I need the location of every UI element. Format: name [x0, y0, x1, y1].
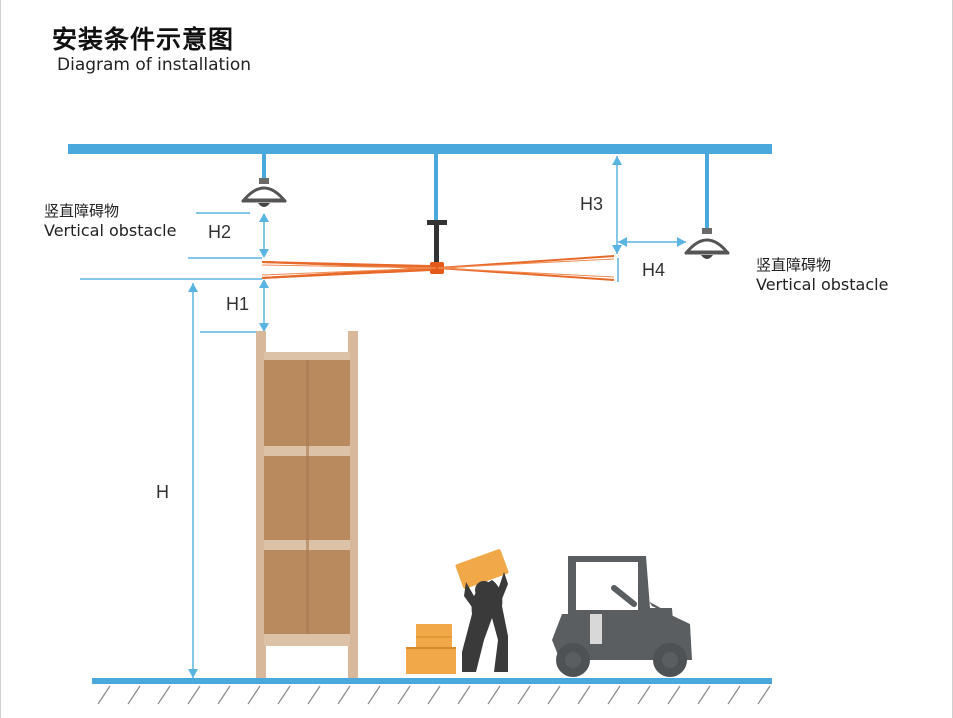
title-chinese: 安装条件示意图	[52, 25, 235, 54]
ground-boxes	[406, 624, 456, 674]
dimension-lines	[80, 156, 686, 678]
worker-icon	[455, 549, 509, 672]
frame-left-border	[0, 0, 1, 718]
right-obstacle-label-en: Vertical obstacle	[756, 275, 889, 294]
ceiling-beam	[68, 144, 772, 154]
dimension-label-h3: H3	[580, 194, 604, 214]
left-lamp-icon	[240, 154, 288, 207]
forklift-icon	[552, 556, 692, 677]
right-lamp-icon	[683, 154, 731, 259]
left-obstacle-label: 竖直障碍物 Vertical obstacle	[44, 202, 176, 240]
dimension-arrowheads	[188, 156, 686, 678]
dimension-label-h1: H1	[226, 294, 250, 314]
floor	[92, 678, 772, 705]
dimension-label-h4: H4	[642, 260, 666, 280]
dimension-label-h2: H2	[208, 222, 232, 242]
storage-rack	[256, 331, 358, 678]
left-obstacle-label-en: Vertical obstacle	[44, 221, 177, 240]
right-obstacle-label: 竖直障碍物 Vertical obstacle	[756, 256, 888, 294]
floor-hatching	[97, 685, 771, 705]
title-english: Diagram of installation	[57, 55, 252, 75]
right-obstacle-label-zh: 竖直障碍物	[756, 256, 832, 274]
ceiling-fan-icon	[261, 154, 615, 281]
dimension-label-h: H	[156, 482, 169, 502]
left-obstacle-label-zh: 竖直障碍物	[44, 202, 120, 220]
